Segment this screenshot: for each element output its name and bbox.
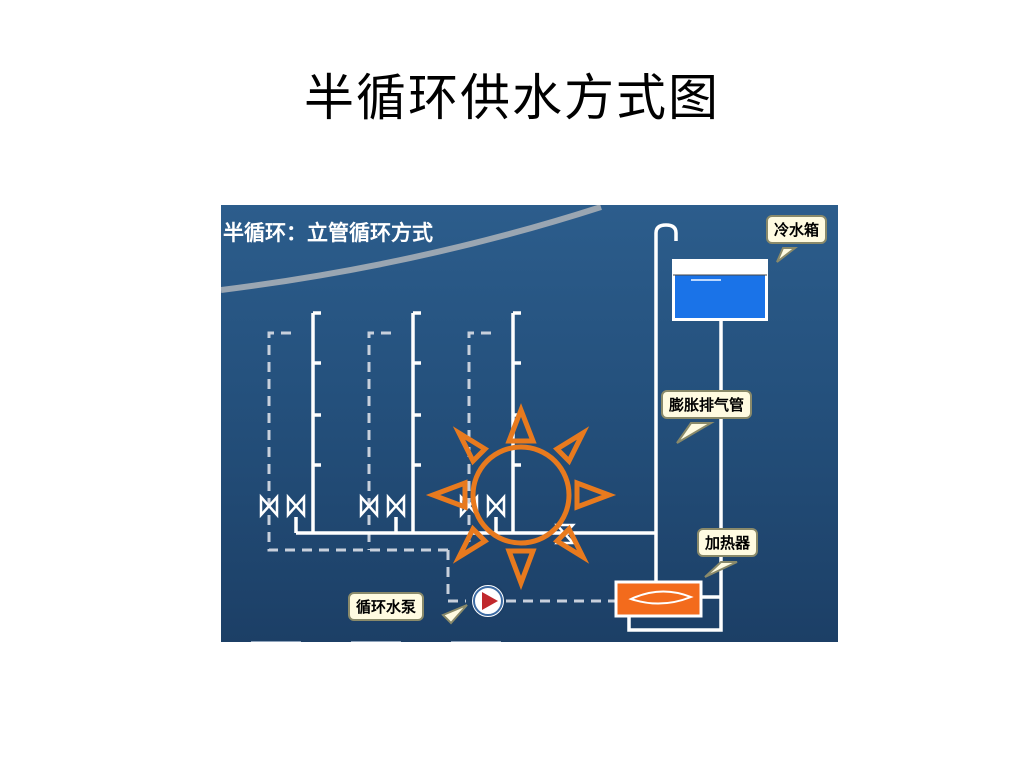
valve-1a — [259, 493, 279, 519]
expansion-pipe-line — [654, 223, 678, 533]
label-cold-water-tank: 冷水箱 — [766, 215, 828, 244]
hot-water-risers — [294, 311, 521, 533]
valves — [259, 493, 576, 545]
valve-3b — [486, 493, 506, 519]
valve-2a — [359, 493, 379, 519]
valve-2b — [386, 493, 406, 519]
label-circulation-pump: 循环水泵 — [348, 592, 425, 621]
valve-1b — [286, 493, 306, 519]
return-pipes-dashed — [267, 331, 616, 603]
diagram-canvas — [221, 205, 798, 642]
sun-icon — [425, 403, 617, 591]
diagram-subtitle: 半循环：立管循环方式 — [223, 221, 433, 245]
callout-tails — [441, 247, 798, 625]
valve-3a — [459, 493, 479, 519]
slide-title: 半循环供水方式图 — [304, 69, 720, 127]
hot-water-diagram: 半循环：立管循环方式 冷水箱 膨胀排气管 加热器 循环水泵 — [221, 205, 838, 642]
label-heater: 加热器 — [697, 528, 759, 557]
heater-icon — [614, 580, 703, 618]
cold-water-tank — [672, 259, 768, 321]
decorative-arc — [221, 205, 602, 293]
label-expansion-pipe: 膨胀排气管 — [661, 390, 753, 419]
circulation-pump-icon — [470, 583, 506, 619]
